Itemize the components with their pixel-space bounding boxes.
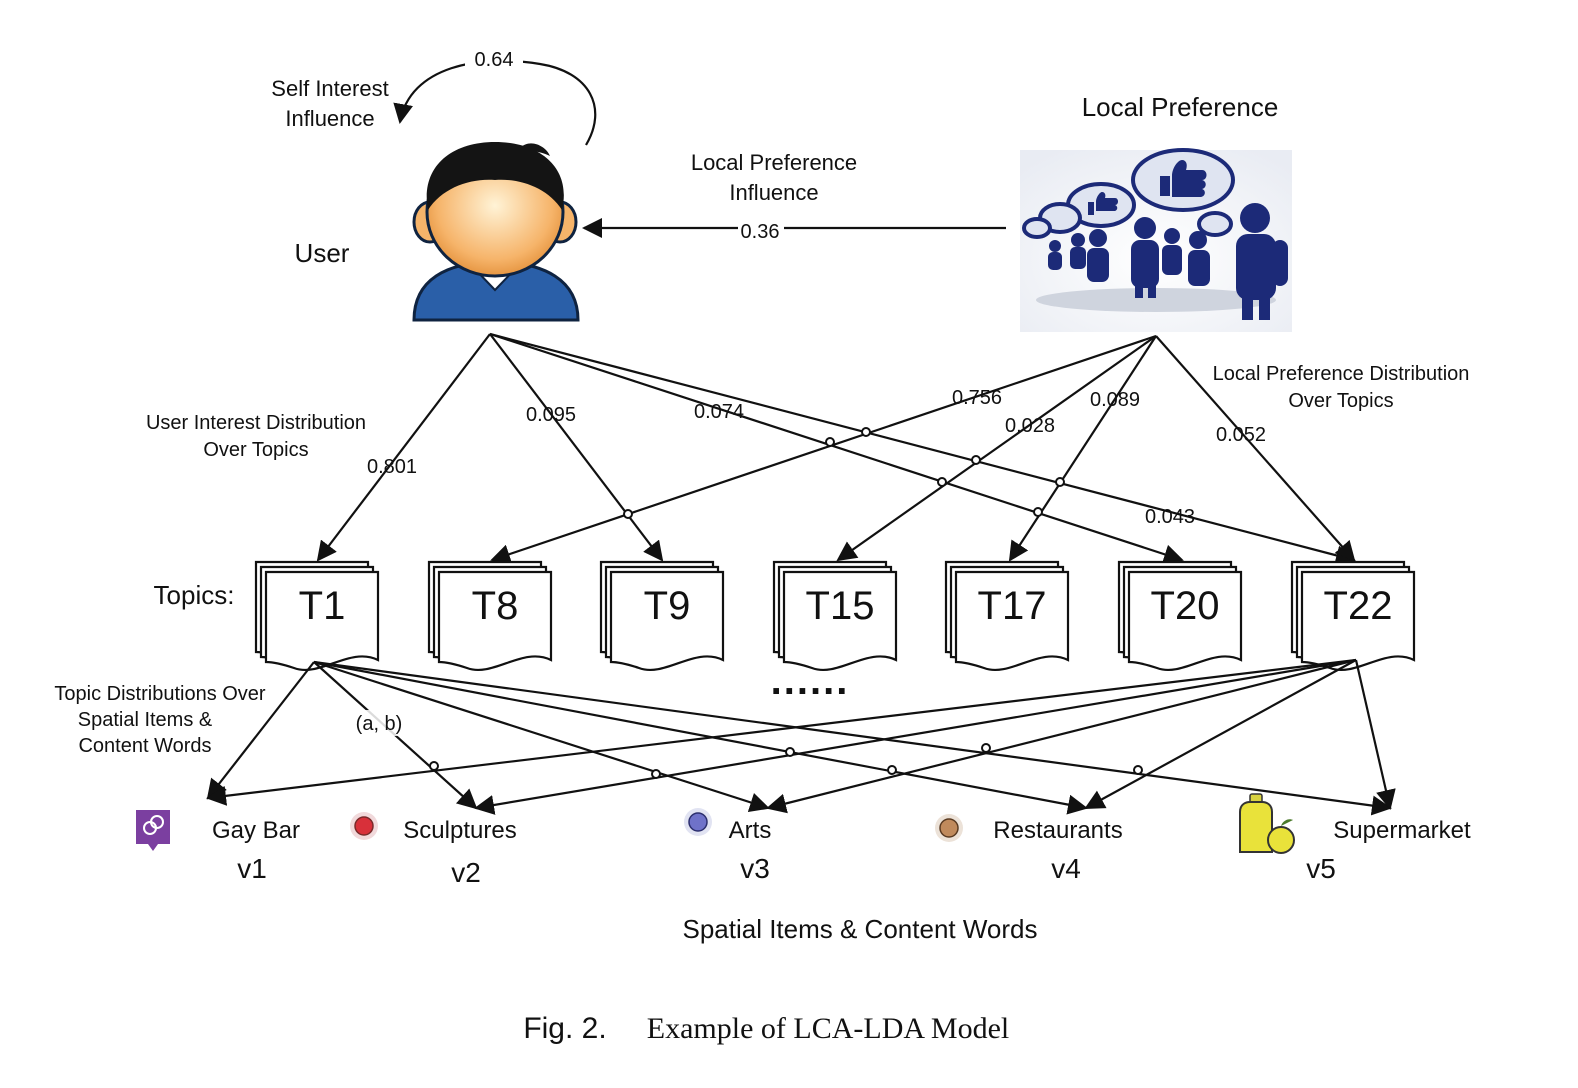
item-name-v2: Sculptures	[403, 817, 516, 844]
topic-dist-label-3: Content Words	[78, 735, 211, 757]
local-influence-label-2: Influence	[729, 180, 818, 205]
svg-text:T1: T1	[299, 584, 346, 628]
local-crowd-icon	[1020, 148, 1292, 332]
topic-t9: T9	[599, 560, 725, 672]
user-label: User	[295, 238, 350, 268]
weight-local-t17: 0.089	[1090, 389, 1140, 411]
topic-item-edges	[206, 658, 1396, 816]
arts-dot-icon	[684, 808, 712, 836]
local-influence-weight: 0.36	[741, 221, 780, 243]
weight-local-t15: 0.028	[1005, 415, 1055, 437]
user-dist-label-1: User Interest Distribution	[146, 412, 366, 434]
svg-text:T8: T8	[472, 584, 519, 628]
item-name-v4: Restaurants	[993, 817, 1122, 844]
topic-t15: T15	[772, 560, 898, 672]
item-id-v4: v4	[1051, 853, 1081, 884]
weight-user-t1: 0.801	[367, 456, 417, 478]
item-id-v5: v5	[1306, 853, 1336, 884]
user-dist-label-2: Over Topics	[203, 439, 308, 461]
local-preference-label: Local Preference	[1082, 92, 1279, 122]
svg-text:T22: T22	[1324, 584, 1393, 628]
edge-user-t22	[489, 332, 1356, 566]
edge-local-t17	[1008, 335, 1157, 562]
svg-text:T15: T15	[806, 584, 875, 628]
self-interest-loop	[393, 59, 597, 146]
weight-user-t22: 0.043	[1145, 506, 1195, 528]
item-id-v2: v2	[451, 857, 481, 888]
edge-local-t15	[836, 335, 1157, 562]
item-name-v1: Gay Bar	[212, 817, 300, 844]
svg-text:T17: T17	[978, 584, 1047, 628]
weight-user-t20: 0.074	[694, 401, 744, 423]
topic-t22: T22	[1290, 560, 1416, 672]
item-id-v1: v1	[237, 853, 267, 884]
local-dist-label-1: Local Preference Distribution	[1213, 363, 1470, 385]
restaurant-dot-icon	[935, 814, 963, 842]
topic-t1: T1	[254, 560, 380, 672]
local-dist-label-2: Over Topics	[1288, 390, 1393, 412]
edge-user-t1	[316, 333, 491, 562]
topic-t20: T20	[1117, 560, 1243, 672]
svg-text:T9: T9	[644, 584, 691, 628]
weight-local-t22: 0.052	[1216, 424, 1266, 446]
pair-label: (a, b)	[356, 713, 403, 735]
weight-user-t9: 0.095	[526, 404, 576, 426]
edge-user-t9	[489, 333, 664, 562]
item-id-v3: v3	[740, 853, 770, 884]
user-avatar-icon	[412, 142, 580, 322]
items-title: Spatial Items & Content Words	[682, 914, 1037, 944]
caption-text: Example of LCA-LDA Model	[647, 1012, 1009, 1045]
topics-label: Topics:	[154, 580, 235, 610]
gay-bar-icon	[136, 810, 170, 851]
self-interest-label-2: Influence	[285, 106, 374, 131]
topic-dist-label-2: Spatial Items &	[78, 709, 213, 731]
item-name-v3: Arts	[729, 817, 772, 844]
self-interest-label-1: Self Interest	[271, 76, 388, 101]
local-influence-label-1: Local Preference	[691, 150, 857, 175]
topic-t8: T8	[427, 560, 553, 672]
supermarket-icon	[1239, 793, 1295, 854]
svg-text:T20: T20	[1151, 584, 1220, 628]
edge-local-t8	[490, 334, 1157, 564]
sculpture-dot-icon	[350, 812, 378, 840]
item-name-v5: Supermarket	[1333, 817, 1471, 844]
edge-local-t22	[1155, 335, 1356, 562]
self-interest-weight: 0.64	[475, 49, 514, 71]
topic-dist-label-1: Topic Distributions Over	[54, 683, 266, 705]
caption-fig-number: Fig. 2.	[523, 1012, 606, 1045]
topics-ellipsis: ......	[771, 659, 850, 703]
weight-local-t8: 0.756	[952, 387, 1002, 409]
edge-user-t20	[489, 332, 1184, 564]
topic-t17: T17	[944, 560, 1070, 672]
